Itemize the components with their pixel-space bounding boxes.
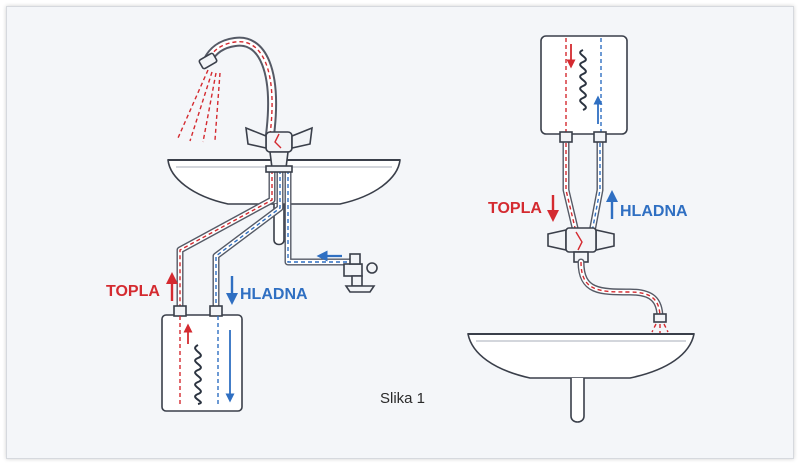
water-spray-left xyxy=(177,69,221,143)
cold-label-left: HLADNA xyxy=(240,286,308,303)
right-installation: TOPLA HLADNA xyxy=(467,35,695,423)
hot-label-right: TOPLA xyxy=(488,200,542,217)
mixer-tap-left xyxy=(245,126,313,173)
angle-valve-left xyxy=(343,253,378,293)
water-heater-left xyxy=(161,305,243,412)
washbasin-left xyxy=(167,159,401,246)
cold-label-right: HLADNA xyxy=(620,203,688,220)
mixer-tap-right xyxy=(547,227,615,263)
water-heater-right xyxy=(540,35,628,135)
left-installation: TOPLA HLADNA xyxy=(106,36,401,412)
outlet-hose-right xyxy=(577,258,669,333)
figure-frame xyxy=(6,6,794,459)
pipes-right xyxy=(559,131,607,236)
swivel-spout xyxy=(198,36,278,140)
hot-label-left: TOPLA xyxy=(106,283,160,300)
washbasin-right xyxy=(467,333,695,423)
figure-caption: Slika 1 xyxy=(380,390,425,407)
